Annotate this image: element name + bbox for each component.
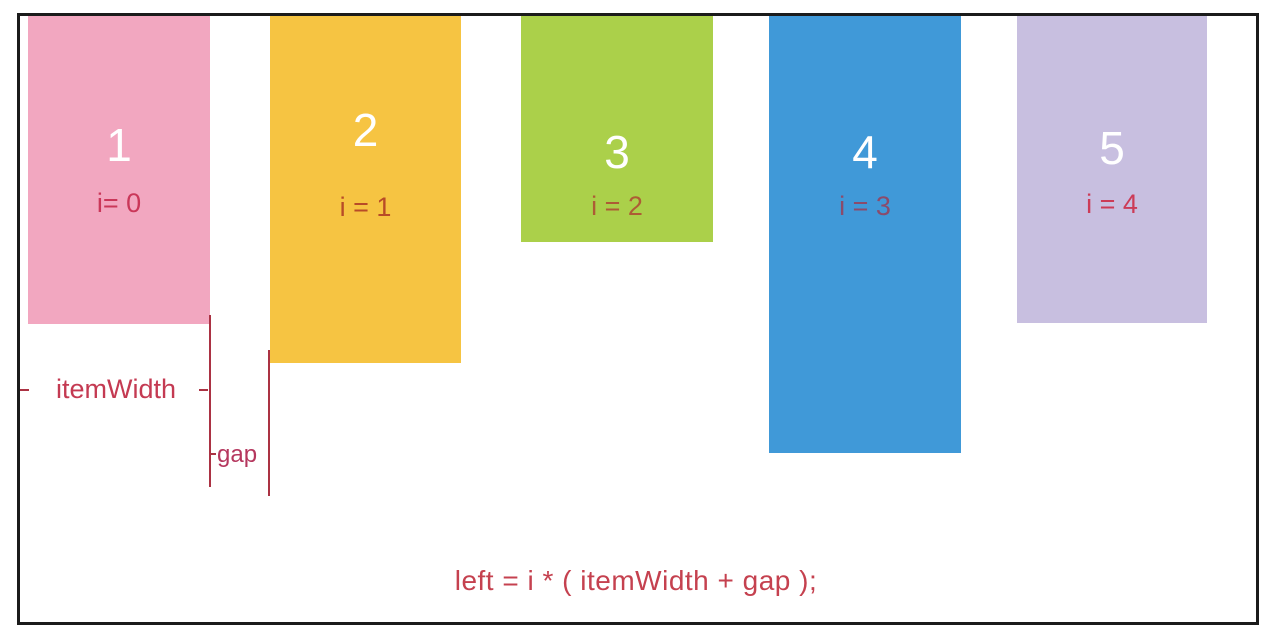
left-position-formula: left = i * ( itemWidth + gap ); bbox=[454, 565, 818, 596]
diagram-frame bbox=[17, 13, 1259, 625]
item-box-1: 1 i= 0 bbox=[28, 16, 210, 324]
itemwidth-left-tick bbox=[20, 389, 29, 391]
item-box-3: 3 i = 2 bbox=[521, 16, 713, 242]
item-number: 4 bbox=[852, 126, 878, 178]
itemwidth-annotation: itemWidth bbox=[55, 374, 177, 404]
item-index-label: i = 3 bbox=[839, 191, 891, 221]
item-index-label: i = 4 bbox=[1086, 189, 1138, 219]
item-box-5: 5 i = 4 bbox=[1017, 16, 1207, 323]
itemwidth-right-tick bbox=[199, 389, 208, 391]
gap-annotation: gap bbox=[217, 441, 258, 468]
item-number: 2 bbox=[352, 104, 379, 156]
item-number: 1 bbox=[106, 119, 132, 171]
item-box-4: 4 i = 3 bbox=[769, 16, 961, 453]
measure-line-next-item-left-edge bbox=[268, 350, 270, 496]
measure-line-item-right-edge bbox=[209, 315, 211, 487]
gap-left-tick bbox=[209, 453, 216, 455]
item-box-2: 2 i = 1 bbox=[270, 16, 461, 363]
item-index-label: i = 2 bbox=[591, 191, 643, 221]
item-index-label: i = 1 bbox=[339, 192, 392, 222]
item-number: 5 bbox=[1099, 122, 1125, 174]
item-number: 3 bbox=[604, 126, 630, 178]
item-index-label: i= 0 bbox=[96, 188, 142, 218]
